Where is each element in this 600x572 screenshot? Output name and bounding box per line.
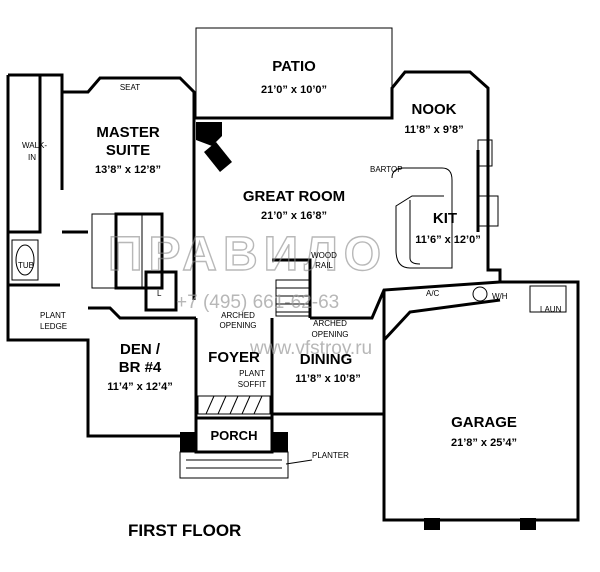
planter-label: PLANTER: [312, 451, 349, 460]
great-room-name: GREAT ROOM: [243, 188, 345, 205]
garage-name: GARAGE: [451, 414, 517, 431]
laun-label: LAUN: [540, 305, 562, 314]
dining-name: DINING: [300, 351, 353, 368]
walk-in-label-2: IN: [28, 153, 36, 162]
bartop-label: BARTOP: [370, 165, 403, 174]
wood-rail-label-2: RAIL: [315, 261, 333, 270]
foyer-name: FOYER: [208, 349, 260, 366]
arched-opening-1a: ARCHED: [221, 311, 255, 320]
patio-dims: 21’0” x 10’0”: [261, 84, 327, 96]
garage-dims: 21’8” x 25’4”: [451, 437, 517, 449]
watermark-site: www.vfstroy.ru: [249, 338, 372, 359]
dining-dims: 11’8” x 10’8”: [295, 373, 360, 385]
tub-fixture: [11, 239, 39, 281]
linen-label: L: [157, 289, 162, 298]
kitchen-counters: [391, 139, 499, 269]
interior-walls: [8, 75, 501, 454]
plant-soffit-label-1: PLANT: [239, 369, 265, 378]
den-name-1: DEN /: [120, 341, 161, 358]
tub-label: TUB: [18, 261, 34, 270]
garage-fixtures: [472, 285, 567, 313]
master-dims: 13’8” x 12’8”: [95, 164, 161, 176]
arched-opening-2a: ARCHED: [313, 319, 347, 328]
ac-label: A/C: [426, 289, 440, 298]
den-name-2: BR #4: [119, 359, 162, 376]
plant-soffit-hatch: [197, 395, 271, 415]
solid-wall-blocks: [180, 122, 536, 530]
kit-name: KIT: [433, 210, 457, 227]
porch-steps: [179, 451, 313, 479]
porch-name: PORCH: [211, 428, 258, 443]
walk-in-label-1: WALK-: [22, 141, 47, 150]
great-room-dims: 21’0” x 16’8”: [261, 210, 327, 222]
den-dims: 11’4” x 12’4”: [107, 381, 172, 393]
arched-opening-2b: OPENING: [312, 330, 349, 339]
nook-dims: 11’8” x 9’8”: [404, 124, 463, 136]
nook-name: NOOK: [412, 101, 457, 118]
watermark-brand: ПРАВИЛО: [108, 228, 387, 281]
patio-name: PATIO: [272, 58, 316, 75]
watermark-phone: +7 (495) 661-62-63: [176, 292, 339, 313]
master-name-2: SUITE: [106, 142, 150, 159]
floor-title: FIRST FLOOR: [128, 521, 241, 540]
master-name-1: MASTER: [96, 124, 160, 141]
arched-opening-1b: OPENING: [220, 321, 257, 330]
plant-ledge-label-2: LEDGE: [40, 322, 67, 331]
plant-ledge-label-1: PLANT: [40, 311, 66, 320]
wood-rail-label-1: WOOD: [311, 251, 337, 260]
wh-label: W/H: [492, 292, 508, 301]
stairs: [275, 279, 311, 317]
kit-dims: 11’6” x 12’0”: [415, 234, 480, 246]
seat-label: SEAT: [120, 83, 140, 92]
plant-soffit-label-2: SOFFIT: [238, 380, 267, 389]
watermark: ПРАВИЛО +7 (495) 661-62-63 www.vfstroy.r…: [107, 227, 387, 359]
